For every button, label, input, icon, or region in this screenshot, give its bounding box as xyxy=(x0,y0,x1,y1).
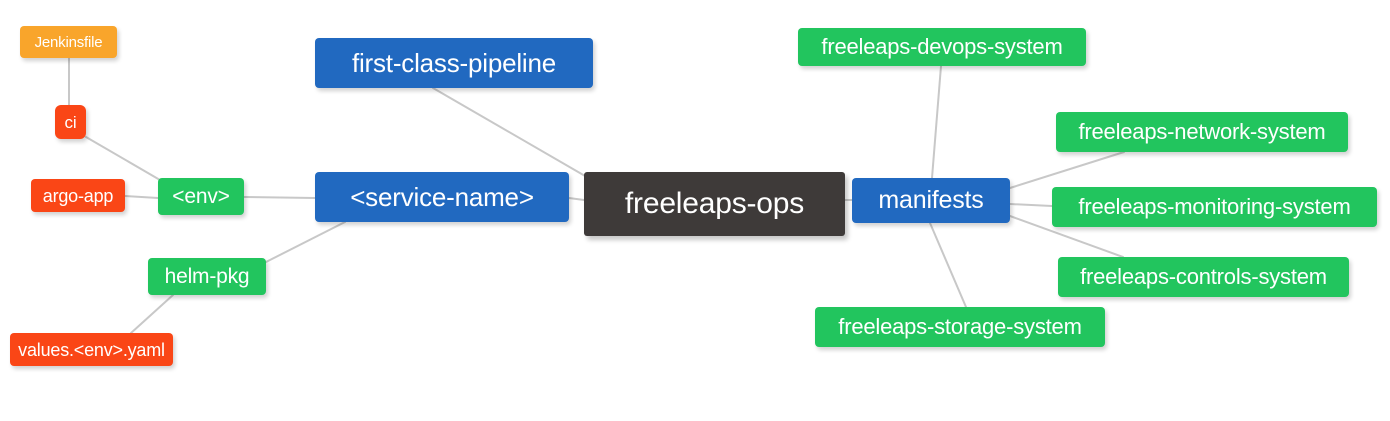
node-values-env-yaml[interactable]: values.<env>.yaml xyxy=(10,333,173,366)
node-freeleaps-monitoring-system[interactable]: freeleaps-monitoring-system xyxy=(1052,187,1377,227)
node-service-name[interactable]: <service-name> xyxy=(315,172,569,222)
edge-service-name-to-env xyxy=(243,196,316,199)
node-freeleaps-devops-system[interactable]: freeleaps-devops-system xyxy=(798,28,1086,66)
node-jenkinsfile[interactable]: Jenkinsfile xyxy=(20,26,117,58)
edge-freeleaps-ops-to-service-name xyxy=(568,197,585,201)
node-argo-app[interactable]: argo-app xyxy=(31,179,125,212)
edge-freeleaps-ops-to-first-class-pipeline xyxy=(432,87,593,181)
edge-service-name-to-helm-pkg xyxy=(265,221,346,263)
node-manifests[interactable]: manifests xyxy=(852,178,1010,223)
edge-manifests-to-freeleaps-devops-system xyxy=(931,65,942,179)
edge-manifests-to-freeleaps-monitoring-system xyxy=(1009,203,1053,207)
edge-manifests-to-freeleaps-storage-system xyxy=(929,222,967,308)
node-first-class-pipeline[interactable]: first-class-pipeline xyxy=(315,38,593,88)
edge-helm-pkg-to-values-env-yaml xyxy=(130,294,174,334)
node-freeleaps-ops[interactable]: freeleaps-ops xyxy=(584,172,845,236)
edge-env-to-ci xyxy=(85,136,161,181)
node-freeleaps-controls-system[interactable]: freeleaps-controls-system xyxy=(1058,257,1349,297)
edge-manifests-to-freeleaps-network-system xyxy=(1009,151,1125,189)
edge-env-to-argo-app xyxy=(124,195,159,199)
node-helm-pkg[interactable]: helm-pkg xyxy=(148,258,266,295)
node-freeleaps-storage-system[interactable]: freeleaps-storage-system xyxy=(815,307,1105,347)
node-freeleaps-network-system[interactable]: freeleaps-network-system xyxy=(1056,112,1348,152)
node-ci[interactable]: ci xyxy=(55,105,86,139)
node-env[interactable]: <env> xyxy=(158,178,244,215)
